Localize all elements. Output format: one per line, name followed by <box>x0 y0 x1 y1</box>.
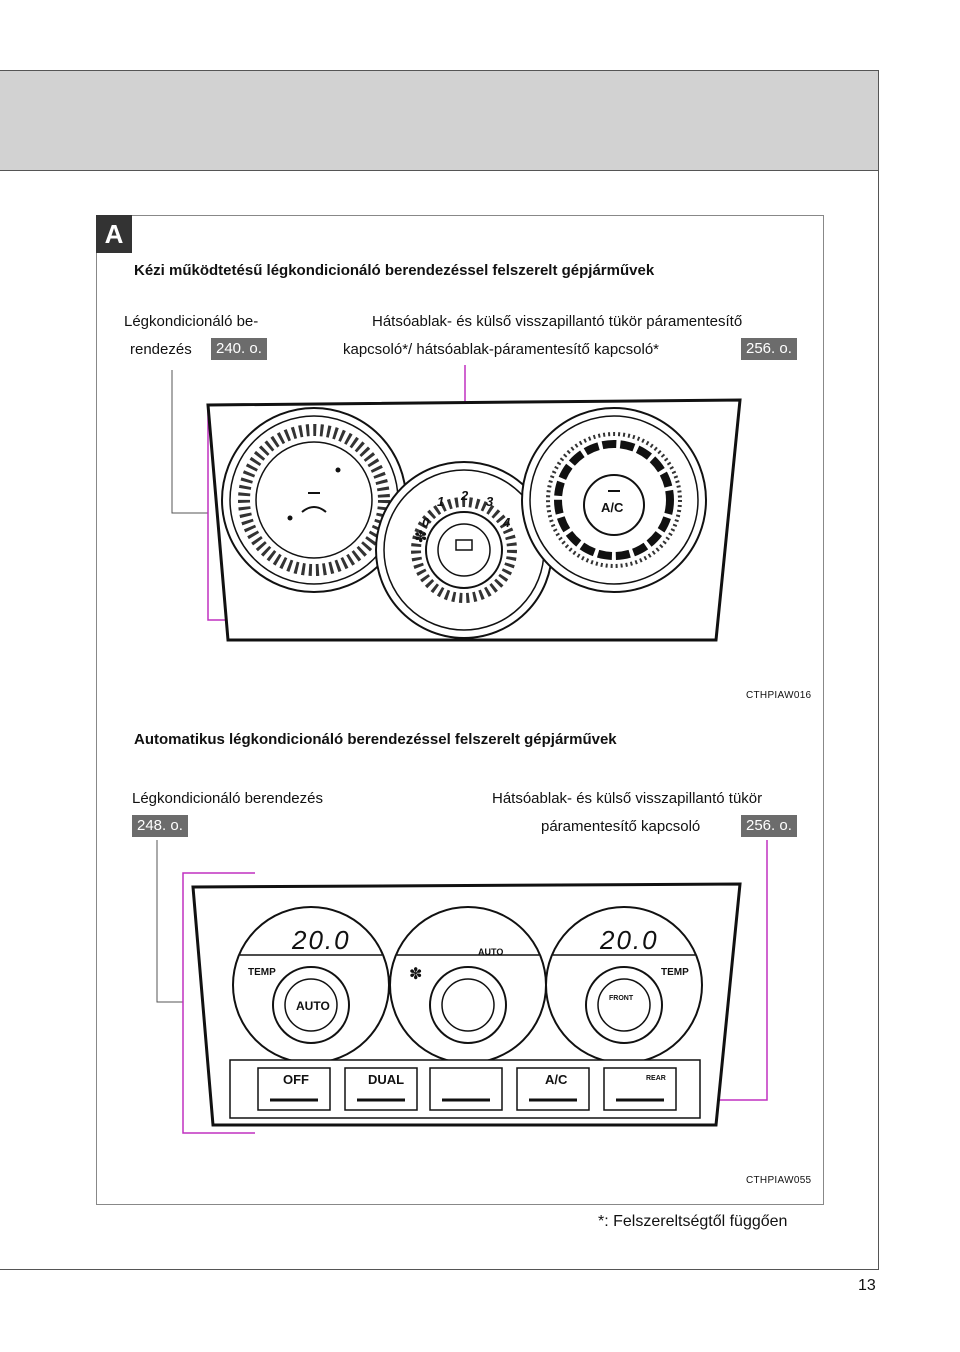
manual-ac-panel-illustration <box>171 365 742 642</box>
s1-left-label-line2: rendezés <box>130 341 192 358</box>
fan-icon: ✽ <box>414 529 428 546</box>
ac-button-label: A/C <box>601 500 624 515</box>
s2-image-code: CTHPIAW055 <box>746 1175 812 1186</box>
s2-left-label: Légkondicionáló berendezés <box>132 790 323 807</box>
fan-speed-1: 1 <box>437 494 445 509</box>
fan-icon-auto: ✽ <box>409 966 423 983</box>
s1-right-label-line1: Hátsóablak- és külső visszapillantó tükö… <box>372 313 743 330</box>
rear-defrost-button: REAR <box>646 1075 666 1082</box>
s2-left-ref[interactable]: 248. o. <box>132 815 188 837</box>
section2-heading: Automatikus légkondicionáló berendezésse… <box>134 731 617 748</box>
right-rule <box>878 70 879 1270</box>
section1-heading: Kézi működtetésű légkondicionáló berende… <box>134 262 655 279</box>
s1-image-code: CTHPIAW016 <box>746 690 812 701</box>
fan-speed-4: 4 <box>503 515 511 530</box>
top-rule <box>0 70 878 71</box>
front-defrost-label: FRONT <box>609 995 634 1002</box>
header-band <box>0 70 878 171</box>
auto-knob-label: AUTO <box>296 999 330 1013</box>
auto-ac-panel-illustration <box>156 840 768 1134</box>
s1-right-label-line2: kapcsoló*/ hátsóablak-páramentesítő kapc… <box>343 341 660 358</box>
s2-right-label-line2: páramentesítő kapcsoló <box>541 818 701 835</box>
s2-right-ref[interactable]: 256. o. <box>741 815 797 837</box>
fan-speed-3: 3 <box>486 494 494 509</box>
section-badge: A <box>96 215 132 253</box>
s1-left-ref[interactable]: 240. o. <box>211 338 267 360</box>
page-number: 13 <box>858 1277 876 1294</box>
temp-label-left: TEMP <box>248 967 276 978</box>
s1-left-label-line1: Légkondicionáló be- <box>124 313 259 330</box>
temp-label-right: TEMP <box>661 967 689 978</box>
s2-right-label-line1: Hátsóablak- és külső visszapillantó tükö… <box>492 790 763 807</box>
fan-speed-2: 2 <box>461 488 469 503</box>
ac-button: A/C <box>545 1072 568 1087</box>
off-button: OFF <box>283 1072 309 1087</box>
footnote: *: Felszereltségtől függően <box>598 1213 788 1230</box>
figure-frame <box>96 215 824 1205</box>
temp-display-right: 20.0 <box>600 925 659 955</box>
auto-indicator: AUTO <box>478 947 504 957</box>
s1-right-ref[interactable]: 256. o. <box>741 338 797 360</box>
bottom-rule <box>0 1269 878 1270</box>
temp-display-left: 20.0 <box>292 925 351 955</box>
dual-button: DUAL <box>368 1072 405 1087</box>
fan-speed-0: 0 <box>422 515 430 530</box>
